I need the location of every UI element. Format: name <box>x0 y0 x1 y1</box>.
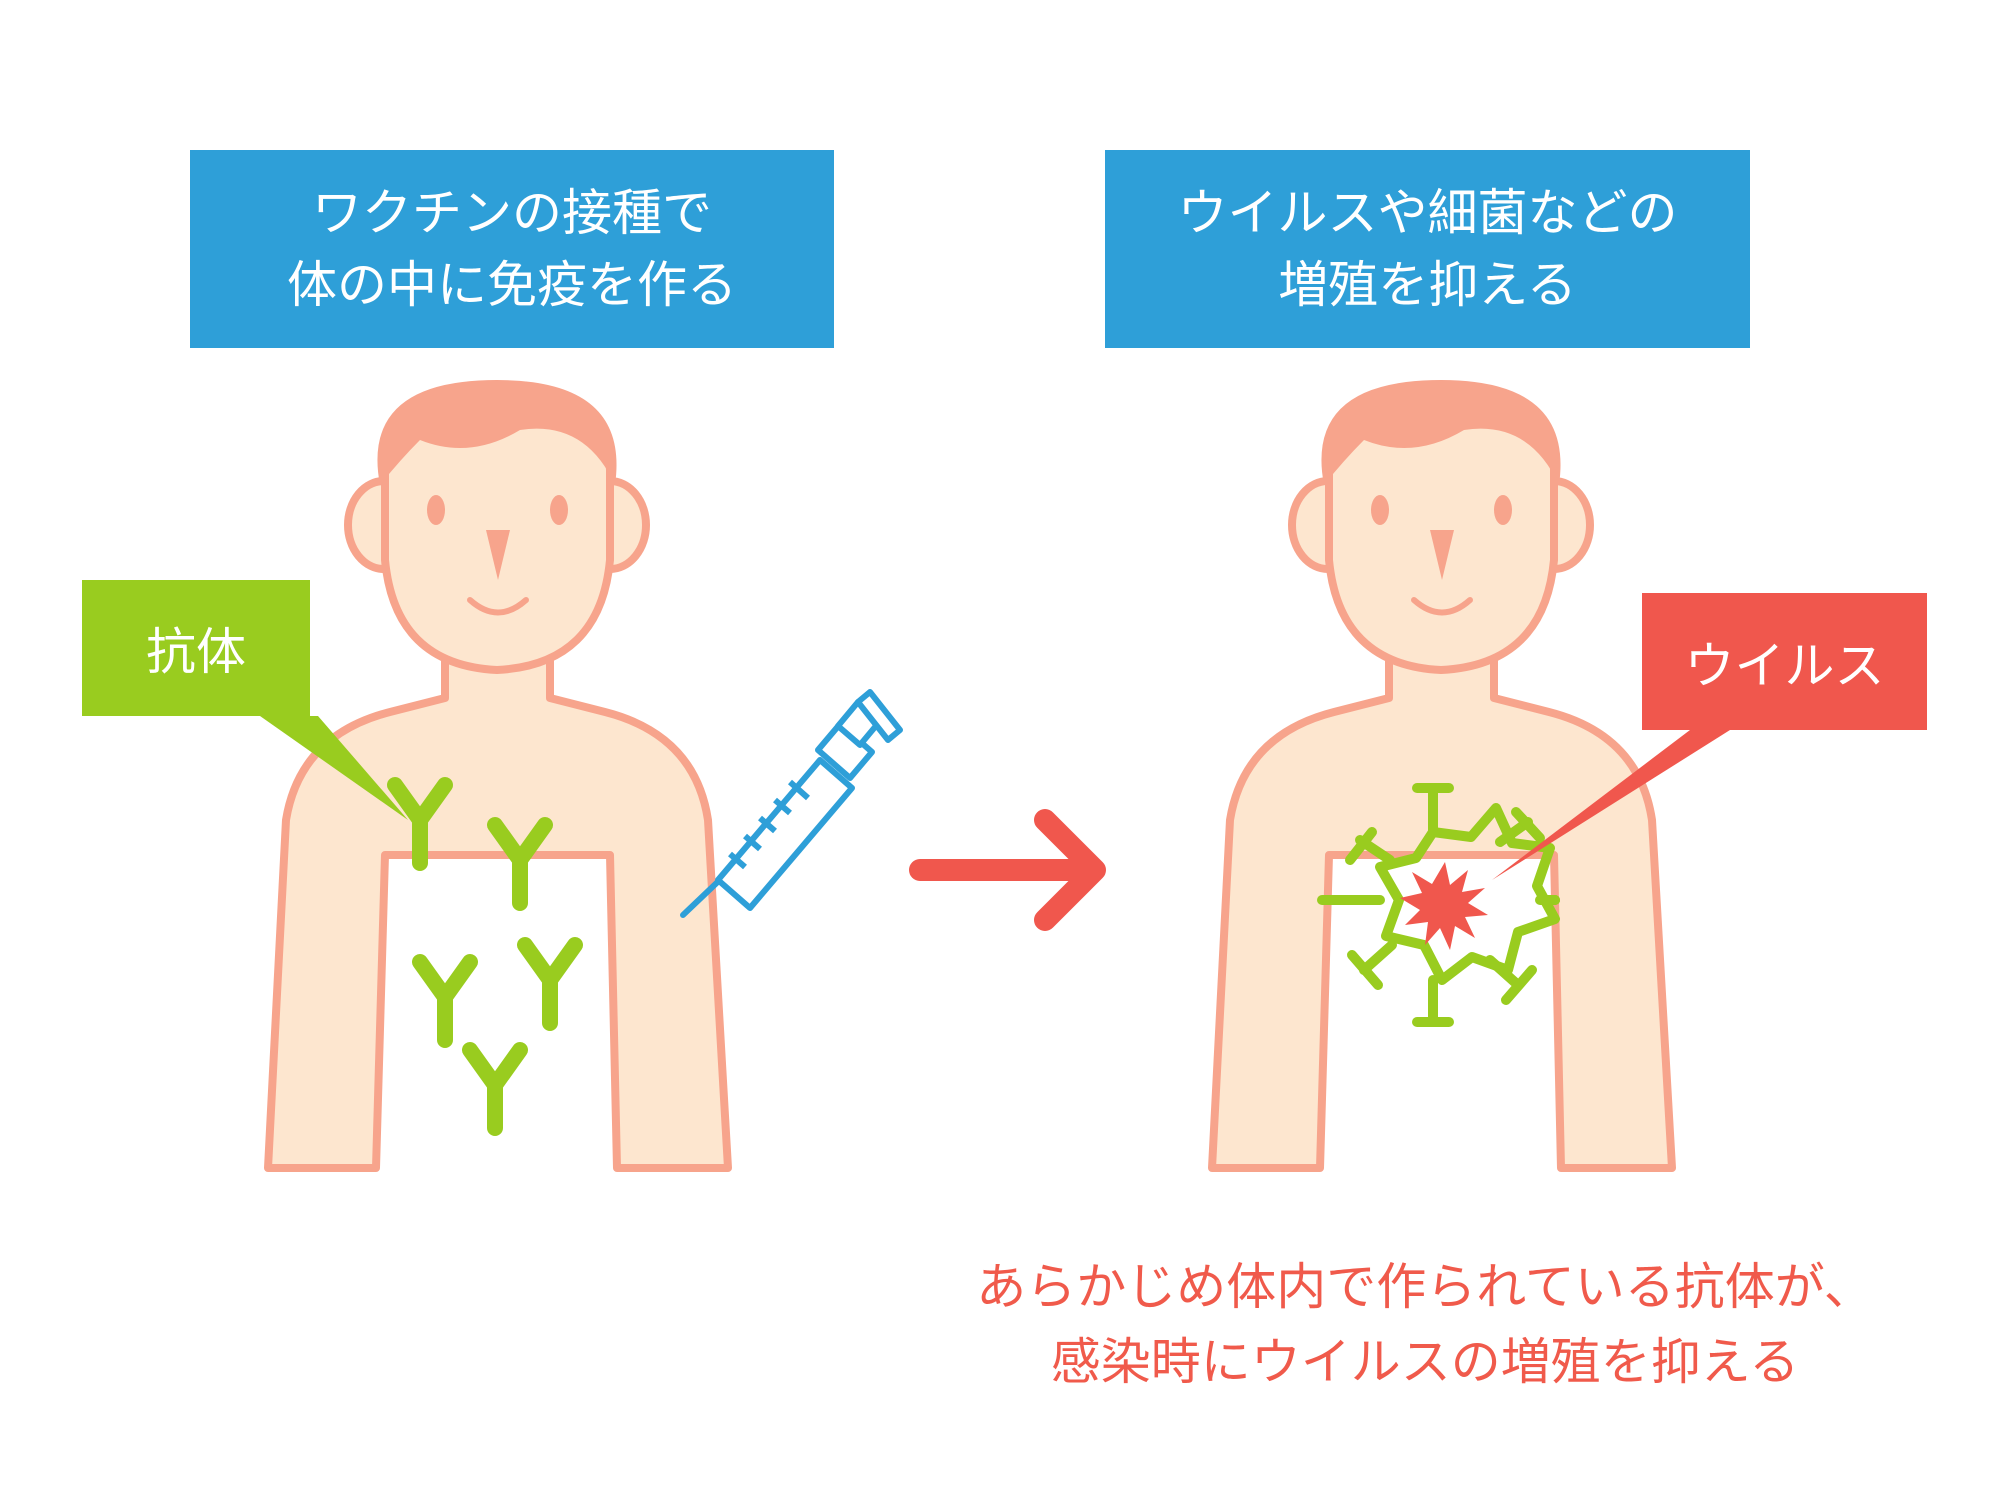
title-line: 増殖を抑える <box>1278 256 1577 314</box>
arrow-right-icon <box>909 809 1106 931</box>
virus-label-pointer <box>1492 730 1730 880</box>
antibody-y-icon <box>517 937 583 1031</box>
caption-line: あらかじめ体内で作られている抗体が、 <box>976 1258 1874 1316</box>
hair-icon <box>377 380 617 485</box>
antibody-label: 抗体 <box>82 580 310 716</box>
antibody-label-pointer <box>260 716 408 820</box>
vaccination-title: ワクチンの接種で 体の中に免疫を作る <box>190 150 834 348</box>
antibody-y-icon <box>487 817 553 911</box>
explanation-caption: あらかじめ体内で作られている抗体が、 感染時にウイルスの増殖を抑える <box>900 1250 1950 1400</box>
person-icon <box>1208 380 1676 1172</box>
suppression-title: ウイルスや細菌などの 増殖を抑える <box>1105 150 1750 348</box>
virus-icon <box>1317 783 1560 1027</box>
antibody-y-icon <box>387 777 453 871</box>
title-line: 体の中に免疫を作る <box>287 256 737 314</box>
hair-icon <box>1321 380 1561 485</box>
caption-line: 感染時にウイルスの増殖を抑える <box>1050 1333 1800 1391</box>
antibody-label-text: 抗体 <box>146 623 246 681</box>
virus-label: ウイルス <box>1642 593 1927 730</box>
virus-label-text: ウイルス <box>1684 636 1885 695</box>
person-icon <box>264 380 732 1172</box>
title-line: ウイルスや細菌などの <box>1177 184 1678 242</box>
syringe-icon <box>680 689 903 918</box>
antibody-y-icon <box>462 1042 528 1136</box>
antibody-y-icon <box>412 954 478 1048</box>
title-line: ワクチンの接種で <box>312 184 712 242</box>
